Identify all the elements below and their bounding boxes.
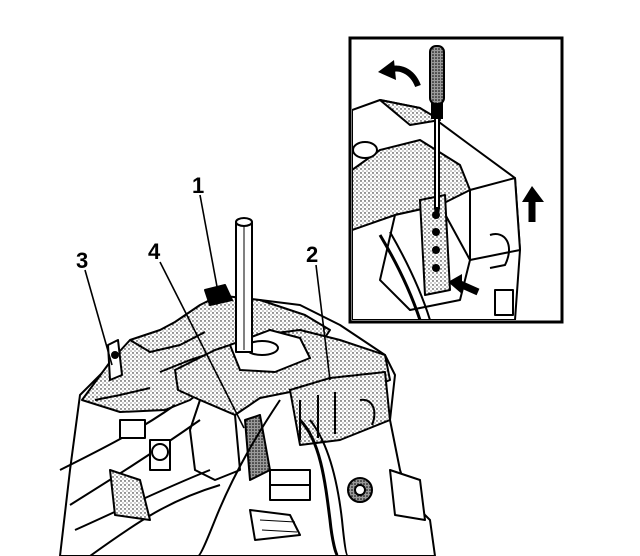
leader-3 (84, 269, 113, 366)
leader-4 (159, 261, 245, 429)
main-assembly (59, 217, 436, 556)
shift-cable (298, 418, 340, 556)
wire-harness (59, 404, 176, 471)
leader-2 (315, 264, 331, 381)
callout-1: 1 (192, 173, 204, 198)
screwdriver-icon (429, 45, 445, 217)
arrow-out-icon (448, 274, 480, 296)
callout-4: 4 (148, 239, 161, 264)
callout-leaders (84, 194, 331, 429)
callout-2: 2 (306, 242, 318, 267)
arrow-up-icon (522, 186, 544, 222)
curved-arrow-left-icon (378, 60, 421, 88)
leader-1 (199, 194, 219, 293)
callout-3: 3 (76, 248, 88, 273)
inset-detail (348, 36, 564, 324)
